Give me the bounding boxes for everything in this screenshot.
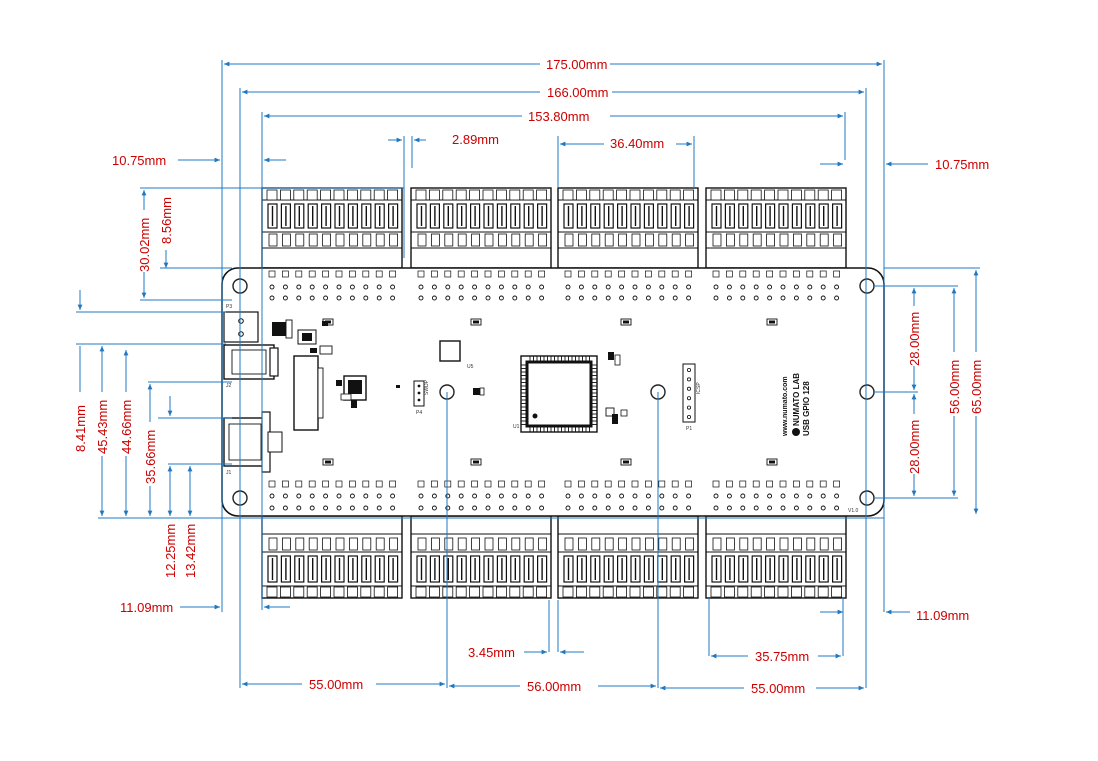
terminal-blocks-top: P14P13P10P9 — [254, 187, 847, 288]
dim-56-horizontal: 56.00mm — [527, 679, 581, 694]
dim-166: 166.00mm — [547, 85, 608, 100]
dim-8-41: 8.41mm — [73, 405, 88, 452]
dim-44-66: 44.66mm — [119, 400, 134, 454]
terminal-block-bottom-2: P5 — [403, 504, 552, 599]
brand-text: NUMATO LAB — [792, 373, 801, 426]
dc-jack: J2 — [223, 344, 279, 389]
regulator — [293, 355, 319, 431]
dim-35-66: 35.66mm — [143, 430, 158, 484]
dim-55-right: 55.00mm — [751, 681, 805, 696]
terminal-blocks-bottom: P2P5P6P7 — [254, 504, 847, 599]
dim-12-25: 12.25mm — [163, 524, 178, 578]
dim-8-56: 8.56mm — [159, 197, 174, 244]
dim-13-42: 13.42mm — [183, 524, 198, 578]
pcb-board: U1 U5 SWDP P4 ICSP P1 J1 — [221, 267, 885, 517]
dim-28-bottom: 28.00mm — [907, 420, 922, 474]
dim-45-43: 45.43mm — [95, 400, 110, 454]
power-header: P3 — [223, 304, 259, 343]
u5-chip — [439, 340, 461, 362]
dim-35-75: 35.75mm — [755, 649, 809, 664]
version-label: V1.0 — [848, 508, 859, 514]
terminal-block-top-4: P9 — [698, 187, 847, 288]
terminal-block-top-2: P13 — [403, 187, 552, 288]
dim-36-40: 36.40mm — [610, 136, 664, 151]
dim-28-top: 28.00mm — [907, 312, 922, 366]
dim-56-vertical: 56.00mm — [947, 360, 962, 414]
j2-label: J2 — [226, 383, 232, 389]
icsp-label: ICSP — [696, 382, 702, 394]
usb-connector: J1 — [223, 411, 283, 476]
dim-11-09-right: 11.09mm — [916, 608, 969, 623]
terminal-block-bottom-1: P2 — [254, 504, 403, 599]
dimensions: 175.00mm 166.00mm 153.80mm 2.89mm 36.40m… — [73, 57, 989, 696]
u1-label: U1 — [513, 424, 520, 430]
dim-65: 65.00mm — [969, 360, 984, 414]
dim-55-left: 55.00mm — [309, 677, 363, 692]
header-pins — [268, 270, 840, 511]
dim-10-75-left: 10.75mm — [112, 153, 166, 168]
dim-11-09-left: 11.09mm — [120, 600, 173, 615]
terminal-block-top-1: P14 — [254, 187, 403, 288]
swdp-label: SWDP — [424, 379, 430, 395]
dim-153: 153.80mm — [528, 109, 589, 124]
product-name: USB GPIO 128 — [802, 381, 811, 436]
terminal-block-bottom-4: P7 — [698, 504, 847, 599]
u5-label: U5 — [467, 364, 474, 370]
p4-label: P4 — [416, 410, 422, 416]
dim-3-45: 3.45mm — [468, 645, 515, 660]
dim-30-02: 30.02mm — [137, 218, 152, 272]
icsp-header — [682, 363, 696, 423]
terminal-block-top-3: P10 — [550, 187, 699, 288]
p3-label: P3 — [226, 304, 232, 310]
silkscreen-branding: NUMATO LAB www.numato.com USB GPIO 128 — [782, 373, 811, 437]
dim-175: 175.00mm — [546, 57, 607, 72]
dim-10-75-right: 10.75mm — [935, 157, 989, 172]
dim-2-89: 2.89mm — [452, 132, 499, 147]
j1-label: J1 — [226, 470, 232, 476]
mcu-chip: U1 — [513, 355, 598, 433]
p1-label: P1 — [686, 426, 692, 432]
terminal-block-bottom-3: P6 — [550, 504, 699, 599]
brand-url: www.numato.com — [782, 376, 789, 437]
